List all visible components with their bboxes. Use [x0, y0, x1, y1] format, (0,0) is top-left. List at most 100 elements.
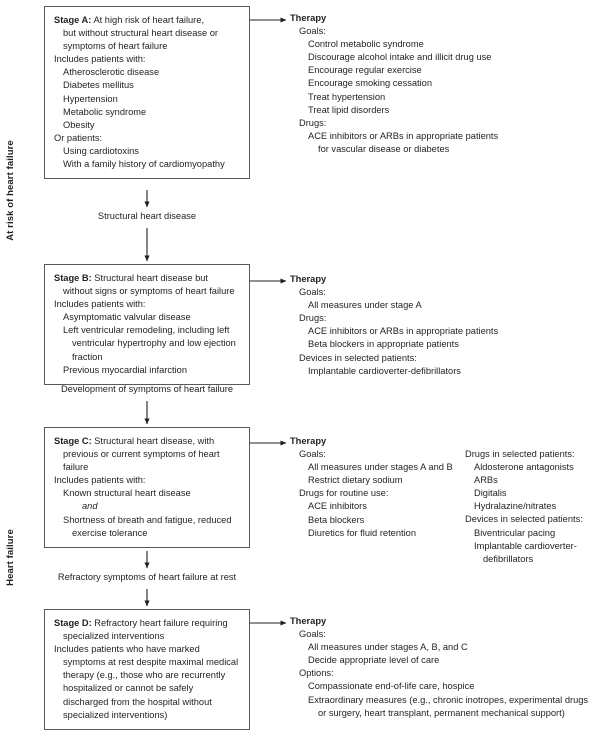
stage-c-emphasis: and — [82, 501, 98, 512]
stage-c-therapy-col2-line: Drugs in selected patients: — [465, 449, 575, 459]
stage-a-line: Using cardiotoxins — [63, 145, 139, 156]
stage-a-line: Or patients: — [54, 132, 103, 143]
therapy-heading-stage-d: Therapy — [290, 616, 327, 626]
stage-c-therapy-col2-line: Devices in selected patients: — [465, 514, 583, 525]
stage-b-therapy-line: Drugs: — [299, 313, 327, 324]
stage-a-therapy-line: Treat lipid disorders — [308, 104, 390, 115]
connector-label-c-to-d: Refractory symptoms of heart failure at … — [57, 572, 237, 582]
stage-a-therapy-line: ACE inhibitors or ARBs in appropriate pa… — [308, 130, 499, 141]
stage-c-therapy-line: All measures under stages A and B — [308, 462, 453, 473]
therapy-block-stage-c-column-2: Drugs in selected patients: Aldosterone a… — [465, 448, 600, 566]
stage-d-line: symptoms at rest despite maximal medical — [63, 657, 239, 668]
stage-b-stage-label: Stage B: — [54, 273, 92, 283]
connector-label-b-to-c: Development of symptoms of heart failure — [60, 384, 234, 394]
stage-d-therapy-line: or surgery, heart transplant, permanent … — [318, 707, 565, 718]
stage-a-therapy-line: Goals: — [299, 26, 326, 37]
stage-a-therapy-line: Treat hypertension — [308, 91, 386, 102]
stage-d-line: specialized interventions — [63, 631, 165, 642]
stage-c-stage-label: Stage C: — [54, 436, 92, 446]
stage-b-therapy-line: Implantable cardioverter-defibrillators — [308, 365, 461, 376]
stage-c-line: Known structural heart disease — [63, 488, 191, 499]
stage-c-line: exercise tolerance — [72, 527, 148, 538]
stage-b-line: without signs or symptoms of heart failu… — [63, 286, 235, 297]
stage-a-line: Diabetes mellitus — [63, 80, 134, 91]
stage-a-line: Includes patients with: — [54, 54, 146, 65]
stage-a-line: symptoms of heart failure — [63, 41, 168, 52]
stage-c-therapy-line: ACE inhibitors — [308, 501, 367, 512]
stage-c-therapy-col2-line: ARBs — [474, 475, 498, 486]
stage-d-line: discharged from the hospital without — [63, 696, 212, 707]
stage-a-stage-label: Stage A: — [54, 15, 92, 25]
stage-b-therapy-line: ACE inhibitors or ARBs in appropriate pa… — [308, 326, 499, 337]
stage-c-therapy-line: Drugs for routine use: — [299, 488, 389, 499]
stage-a-line: Atherosclerotic disease — [63, 67, 160, 78]
stage-box-stage-a[interactable]: Stage A: At high risk of heart failure, b… — [44, 6, 250, 180]
spine-label-at-risk-text: At risk of heart failure — [4, 139, 16, 241]
therapy-heading-stage-c: Therapy — [290, 436, 327, 446]
stage-c-therapy-col2-line: defibrillators — [483, 553, 534, 564]
stage-c-therapy-line: Restrict dietary sodium — [308, 475, 403, 486]
stage-box-stage-d[interactable]: Stage D: Refractory heart failure requir… — [44, 609, 250, 730]
stage-c-therapy-col2-line: Hydralazine/nitrates — [474, 501, 557, 512]
stage-a-therapy-line: Encourage smoking cessation — [308, 78, 433, 89]
stage-a-line: Stage A: At high risk of heart failure, — [54, 15, 205, 25]
stage-d-line: therapy (e.g., those who are recurrently — [63, 670, 226, 681]
stage-c-therapy-line: Diuretics for fluid retention — [308, 527, 416, 538]
therapy-heading-stage-b: Therapy — [290, 274, 327, 284]
stage-c-therapy-col2-line: Digitalis — [474, 488, 507, 499]
stage-b-therapy-line: Devices in selected patients: — [299, 352, 417, 363]
stage-a-line: Metabolic syndrome — [63, 106, 147, 117]
stage-c-line: Stage C: Structural heart disease, with — [54, 436, 215, 446]
stage-c-line: Includes patients with: — [54, 475, 146, 486]
stage-b-line: Asymptomatic valvular disease — [63, 312, 191, 323]
stage-a-therapy-line: for vascular disease or diabetes — [318, 143, 450, 154]
stage-c-line: and — [54, 500, 241, 513]
stage-a-line: Obesity — [63, 119, 95, 130]
stage-d-stage-label: Stage D: — [54, 618, 92, 628]
stage-c-therapy-line: Goals: — [299, 449, 326, 460]
stage-b-therapy-line: Goals: — [299, 287, 326, 298]
stage-c-therapy-col2-line: Biventricular pacing — [474, 527, 556, 538]
stage-d-therapy-line: All measures under stages A, B, and C — [308, 642, 468, 653]
stage-d-therapy-line: Extraordinary measures (e.g., chronic in… — [308, 694, 589, 705]
stage-d-line: Stage D: Refractory heart failure requir… — [54, 618, 228, 628]
stage-box-stage-b[interactable]: Stage B: Structural heart disease but wit… — [44, 264, 250, 385]
stage-c-line: Shortness of breath and fatigue, reduced — [63, 514, 232, 525]
stage-a-therapy-line: Drugs: — [299, 117, 327, 128]
stage-d-therapy-line: Decide appropriate level of care — [308, 655, 440, 666]
stage-c-line: previous or current symptoms of heart — [63, 449, 220, 460]
connector-label-a-to-b: Structural heart disease — [97, 211, 197, 221]
stage-d-therapy-line: Compassionate end-of-life care, hospice — [308, 681, 475, 692]
stage-a-therapy-line: Control metabolic syndrome — [308, 39, 424, 50]
stage-b-therapy-line: All measures under stage A — [308, 300, 422, 311]
spine-label-at-risk: At risk of heart failure — [0, 0, 20, 380]
stage-b-line: ventricular hypertrophy and low ejection — [72, 338, 236, 349]
stage-b-line: Stage B: Structural heart disease but — [54, 273, 208, 283]
stage-c-therapy-line: Beta blockers — [308, 514, 365, 525]
stage-b-line: Includes patients with: — [54, 299, 146, 310]
stage-b-line: Previous myocardial infarction — [63, 364, 188, 375]
stage-d-line: specialized interventions) — [63, 709, 168, 720]
stage-box-stage-c[interactable]: Stage C: Structural heart disease, with p… — [44, 427, 250, 548]
stage-c-therapy-col2-line: Aldosterone antagonists — [474, 462, 574, 473]
spine-label-heart-failure-text: Heart failure — [4, 528, 16, 586]
stage-d-line: hospitalized or cannot be safely — [63, 683, 194, 694]
stage-a-line: but without structural heart disease or — [63, 28, 219, 39]
stage-a-line: With a family history of cardiomyopathy — [63, 159, 225, 170]
stage-d-line: Includes patients who have marked — [54, 644, 200, 655]
stage-b-therapy-line: Beta blockers in appropriate patients — [308, 339, 459, 350]
therapy-heading-stage-a: Therapy — [290, 13, 327, 23]
stage-a-line: Hypertension — [63, 93, 118, 104]
stage-d-therapy-line: Goals: — [299, 629, 326, 640]
stage-b-line: Left ventricular remodeling, including l… — [63, 325, 230, 336]
stage-d-therapy-line: Options: — [299, 668, 334, 679]
stage-a-therapy-line: Encourage regular exercise — [308, 65, 422, 76]
stage-b-line: fraction — [72, 351, 103, 362]
stage-c-therapy-col2-line: Implantable cardioverter- — [474, 540, 577, 551]
stage-c-line: failure — [63, 462, 89, 473]
